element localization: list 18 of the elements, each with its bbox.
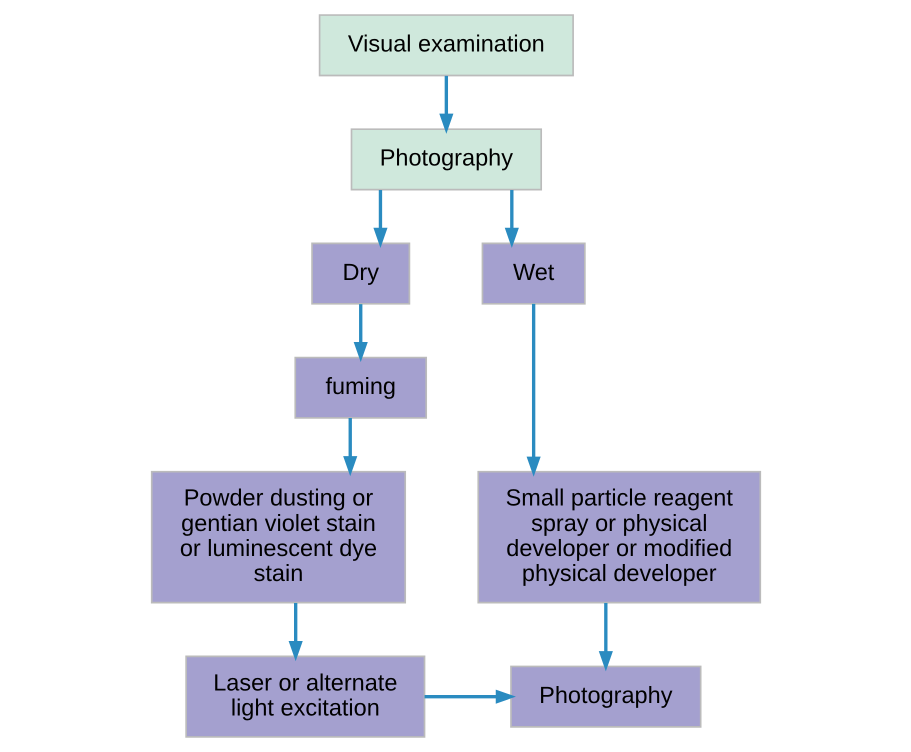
arrow xyxy=(353,304,368,362)
arrow xyxy=(438,76,453,134)
node-box: Photography xyxy=(510,666,702,728)
node-box: Visual examination xyxy=(318,14,574,76)
arrow xyxy=(288,602,302,662)
node-box: Photography xyxy=(350,128,542,190)
node-box: Wet xyxy=(481,242,586,305)
node-box: Small particle reagent spray or physical developer or modified physical developer xyxy=(476,470,761,604)
arrow xyxy=(598,602,612,672)
node-box: Dry xyxy=(310,242,410,305)
arrow xyxy=(424,690,516,704)
arrow xyxy=(342,418,357,476)
node-box: Laser or alternate light excitation xyxy=(184,656,425,738)
node-box: fuming xyxy=(294,356,427,419)
node-box: Powder dusting or gentian violet stain or luminescent dye stain xyxy=(150,470,406,604)
arrow xyxy=(372,190,388,248)
arrow xyxy=(526,304,540,477)
arrow xyxy=(504,190,518,248)
